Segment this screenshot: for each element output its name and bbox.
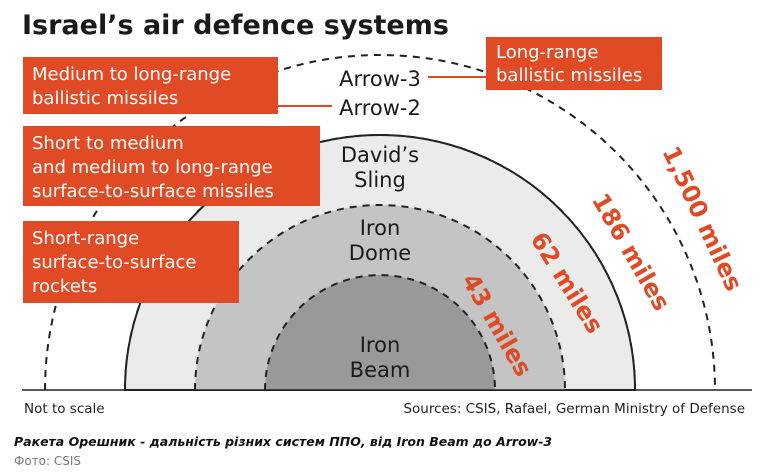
label-iron-beam-line2: Beam <box>350 358 411 382</box>
threat-short-medium-line1: Short to medium <box>32 133 184 154</box>
label-arrow3: Arrow-3 <box>339 67 421 91</box>
threat-medium-long-line2: ballistic missiles <box>32 88 178 109</box>
diagram-title: Israel’s air defence systems <box>22 10 449 41</box>
ring-arrow3-boundary <box>44 54 716 391</box>
threat-short-range-line1: Short-range <box>32 228 139 249</box>
label-iron-dome-line1: Iron <box>360 216 401 240</box>
label-arrow2: Arrow-2 <box>339 96 421 120</box>
threat-box-long-range: Long-range ballistic missiles <box>486 37 662 90</box>
threat-short-medium-line2: and medium to long-range <box>32 157 273 178</box>
scale-note: Not to scale <box>24 401 105 417</box>
ring-iron-dome-boundary <box>194 204 566 391</box>
ring-iron-beam <box>265 275 495 390</box>
threat-short-range-line3: rockets <box>32 276 97 297</box>
distance-1500-miles: 1,500 miles <box>657 142 748 295</box>
threat-short-range-line2: surface-to-surface <box>32 252 196 273</box>
label-iron-dome-line2: Dome <box>349 241 411 265</box>
threat-box-medium-long: Medium to long-range ballistic missiles <box>23 57 278 114</box>
threat-long-range-line1: Long-range <box>496 42 598 63</box>
sources-note: Sources: CSIS, Rafael, German Ministry o… <box>403 401 745 417</box>
photo-caption: Ракета Орешник - дальність різних систем… <box>14 434 552 449</box>
photo-credit: Фото: CSIS <box>14 454 81 468</box>
label-davids-sling-line2: Sling <box>354 168 406 192</box>
threat-box-short-range: Short-range surface-to-surface rockets <box>23 221 239 303</box>
label-iron-beam-line1: Iron <box>360 333 401 357</box>
label-davids-sling-line1: David’s <box>341 143 419 167</box>
ring-iron-beam-boundary <box>264 274 496 391</box>
threat-short-medium-line3: surface-to-surface missiles <box>32 181 274 202</box>
threat-medium-long-line1: Medium to long-range <box>32 64 231 85</box>
threat-long-range-line2: ballistic missiles <box>496 65 642 86</box>
threat-box-short-medium: Short to medium and medium to long-range… <box>23 126 320 206</box>
